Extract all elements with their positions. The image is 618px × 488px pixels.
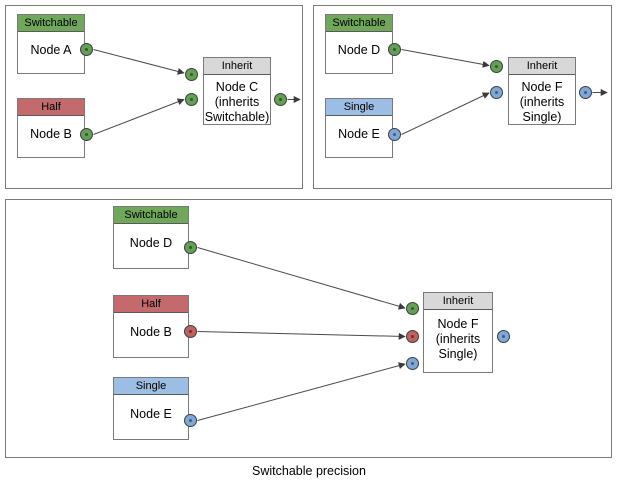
port-input-node-f-bottom-3[interactable] xyxy=(406,357,419,370)
node-header-single: Single xyxy=(114,378,188,395)
port-input-node-c-1[interactable] xyxy=(185,68,198,81)
node-box-node-d-bottom[interactable]: Switchable Node D xyxy=(113,206,189,269)
node-label-node-a: Node A xyxy=(30,43,72,57)
node-label-node-d: Node D xyxy=(337,43,381,57)
node-header-switchable: Switchable xyxy=(326,15,392,32)
port-output-node-b-bottom[interactable] xyxy=(184,325,197,338)
port-input-node-f-top-2[interactable] xyxy=(490,86,503,99)
node-header-single: Single xyxy=(326,99,392,116)
port-output-node-b[interactable] xyxy=(80,128,93,141)
node-header-inherit: Inherit xyxy=(509,58,575,75)
port-input-node-c-2[interactable] xyxy=(185,93,198,106)
node-label-node-f: Node F (inherits Single) xyxy=(435,317,481,361)
node-header-switchable: Switchable xyxy=(114,207,188,224)
node-label-node-b: Node B xyxy=(130,325,172,339)
node-label-node-e: Node E xyxy=(338,127,380,141)
node-header-inherit: Inherit xyxy=(204,58,270,75)
port-output-node-e-bottom[interactable] xyxy=(184,414,197,427)
node-label-node-b: Node B xyxy=(30,127,72,141)
node-label-node-d: Node D xyxy=(129,236,173,250)
port-input-node-f-top-1[interactable] xyxy=(490,60,503,73)
node-box-node-d-top[interactable]: Switchable Node D xyxy=(325,14,393,74)
node-box-node-c[interactable]: Inherit Node C (inherits Switchable) xyxy=(203,57,271,125)
node-label-node-e: Node E xyxy=(130,407,172,421)
node-box-node-a[interactable]: Switchable Node A xyxy=(17,14,85,74)
node-box-node-f-bottom[interactable]: Inherit Node F (inherits Single) xyxy=(423,292,493,373)
node-box-node-e-bottom[interactable]: Single Node E xyxy=(113,377,189,440)
port-input-node-f-bottom-2[interactable] xyxy=(406,330,419,343)
port-output-node-d-top[interactable] xyxy=(388,43,401,56)
node-header-half: Half xyxy=(114,296,188,313)
port-output-node-f-bottom[interactable] xyxy=(497,330,510,343)
node-box-node-b-bottom[interactable]: Half Node B xyxy=(113,295,189,358)
port-input-node-f-bottom-1[interactable] xyxy=(406,302,419,315)
node-header-half: Half xyxy=(18,99,84,116)
port-output-node-a[interactable] xyxy=(80,43,93,56)
port-output-node-e-top[interactable] xyxy=(388,128,401,141)
node-label-node-f: Node F (inherits Single) xyxy=(519,80,565,124)
node-box-node-f-top[interactable]: Inherit Node F (inherits Single) xyxy=(508,57,576,125)
port-output-node-f-top[interactable] xyxy=(579,86,592,99)
port-output-node-d-bottom[interactable] xyxy=(184,241,197,254)
port-output-node-c[interactable] xyxy=(274,93,287,106)
node-label-node-c: Node C (inherits Switchable) xyxy=(204,80,270,124)
node-header-switchable: Switchable xyxy=(18,15,84,32)
diagram-caption: Switchable precision xyxy=(252,464,366,478)
panel-bottom xyxy=(5,199,612,458)
node-box-node-e-top[interactable]: Single Node E xyxy=(325,98,393,158)
node-header-inherit: Inherit xyxy=(424,293,492,310)
node-box-node-b[interactable]: Half Node B xyxy=(17,98,85,158)
